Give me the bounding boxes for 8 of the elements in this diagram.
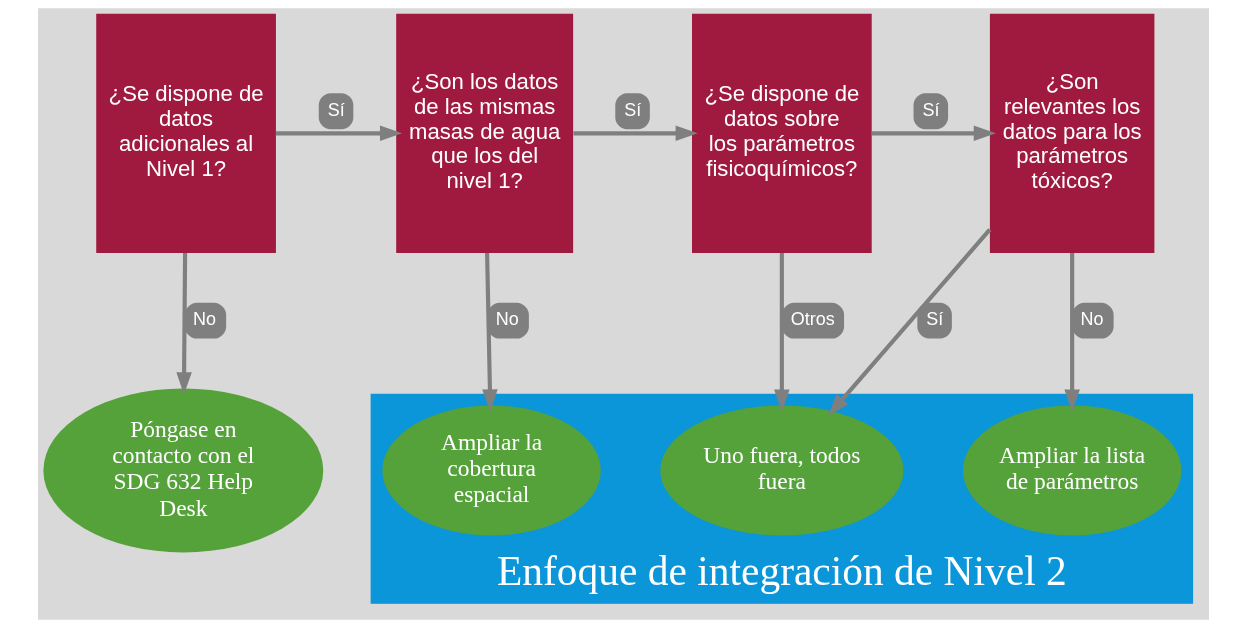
- edge-label: No: [495, 309, 519, 330]
- edge-label: No: [192, 309, 216, 330]
- edge-label: Sí: [623, 99, 641, 120]
- edge-label: Sí: [922, 99, 939, 120]
- edge-label: Otros: [790, 309, 835, 330]
- edge-label: Sí: [925, 309, 943, 330]
- edge-label: No: [1079, 309, 1103, 330]
- edge-label: Sí: [327, 99, 345, 120]
